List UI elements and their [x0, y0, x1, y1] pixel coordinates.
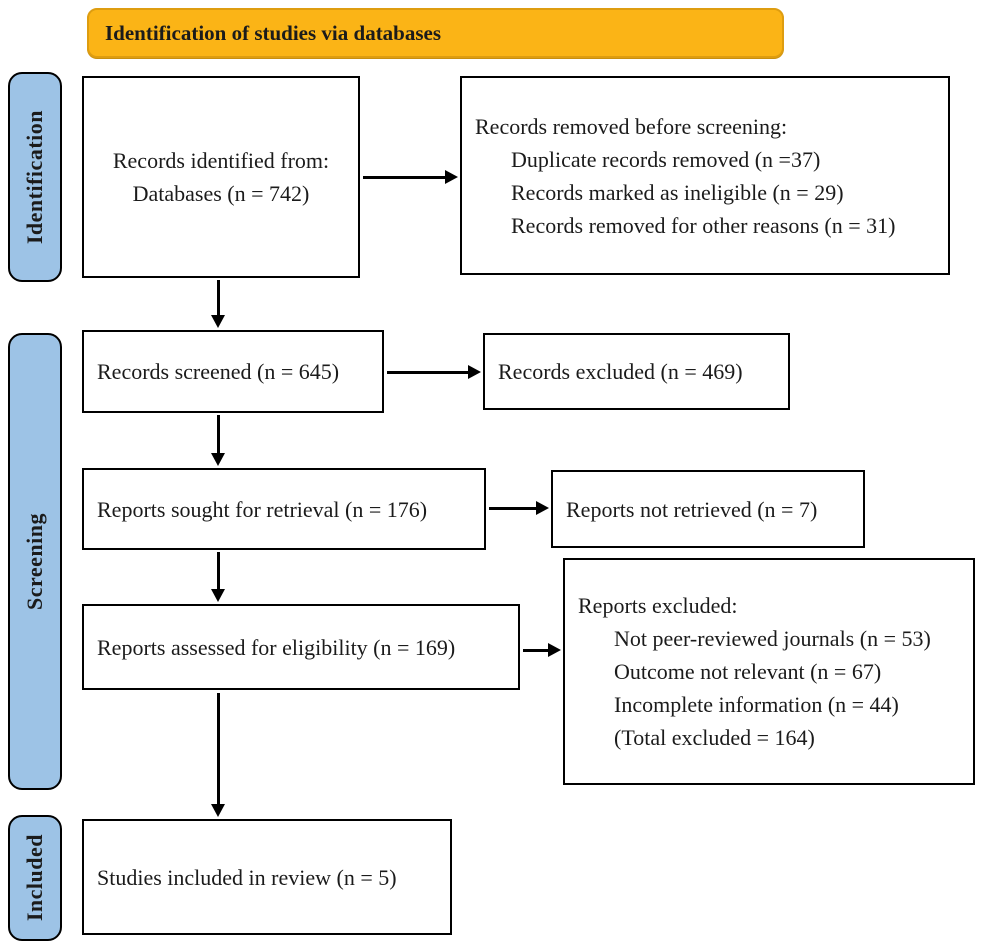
box-reports-excluded-title: Reports excluded:	[578, 593, 738, 618]
arrow-assessed-to-reports-excluded	[523, 643, 561, 657]
box-records-excluded-label: Records excluded (n = 469)	[498, 359, 743, 384]
box-records-excluded: Records excluded (n = 469)	[483, 333, 790, 410]
arrow-identified-to-screened	[211, 280, 225, 328]
arrow-sought-to-assessed	[211, 552, 225, 602]
arrow-screened-to-sought	[211, 415, 225, 466]
box-records-identified-line2: Databases (n = 742)	[132, 181, 310, 206]
box-reports-excluded-item: (Total excluded = 164)	[614, 725, 815, 750]
box-studies-included: Studies included in review (n = 5)	[82, 819, 452, 935]
box-reports-excluded-item: Not peer-reviewed journals (n = 53)	[614, 626, 931, 651]
stage-label-included-text: Included	[22, 834, 47, 922]
stage-label-screening-text: Screening	[22, 513, 47, 610]
banner-label: Identification of studies via databases	[105, 20, 442, 45]
box-records-screened-label: Records screened (n = 645)	[97, 359, 340, 384]
stage-label-identification: Identification	[8, 72, 62, 282]
arrow-sought-to-not-retrieved	[489, 501, 549, 515]
box-reports-assessed: Reports assessed for eligibility (n = 16…	[82, 604, 520, 690]
box-reports-excluded: Reports excluded: Not peer-reviewed jour…	[563, 558, 975, 785]
stage-label-screening: Screening	[8, 333, 62, 790]
box-records-identified: Records identified from: Databases (n = …	[82, 76, 360, 278]
box-reports-sought: Reports sought for retrieval (n = 176)	[82, 468, 486, 550]
box-records-removed-title: Records removed before screening:	[475, 113, 788, 139]
arrow-identified-to-removed	[363, 170, 458, 184]
box-records-removed-item: Records removed for other reasons (n = 3…	[511, 212, 896, 238]
box-records-removed-before-screening: Records removed before screening: Duplic…	[460, 76, 950, 275]
box-records-screened: Records screened (n = 645)	[82, 330, 384, 413]
box-reports-excluded-item: Incomplete information (n = 44)	[614, 692, 899, 717]
box-reports-excluded-item: Outcome not relevant (n = 67)	[614, 659, 882, 684]
box-reports-not-retrieved: Reports not retrieved (n = 7)	[551, 470, 865, 548]
box-records-identified-line1: Records identified from:	[112, 148, 330, 173]
stage-label-identification-text: Identification	[22, 109, 47, 245]
box-reports-assessed-label: Reports assessed for eligibility (n = 16…	[97, 634, 456, 660]
box-records-removed-item: Duplicate records removed (n =37)	[511, 146, 821, 172]
box-reports-not-retrieved-label: Reports not retrieved (n = 7)	[566, 496, 818, 522]
box-studies-included-label: Studies included in review (n = 5)	[97, 864, 397, 890]
box-records-removed-item: Records marked as ineligible (n = 29)	[511, 179, 844, 205]
banner-identification-of-studies: Identification of studies via databases	[87, 8, 784, 58]
arrow-assessed-to-included	[211, 693, 225, 817]
stage-label-included: Included	[8, 815, 62, 941]
box-reports-sought-label: Reports sought for retrieval (n = 176)	[97, 496, 428, 522]
arrow-screened-to-excluded	[387, 365, 481, 379]
